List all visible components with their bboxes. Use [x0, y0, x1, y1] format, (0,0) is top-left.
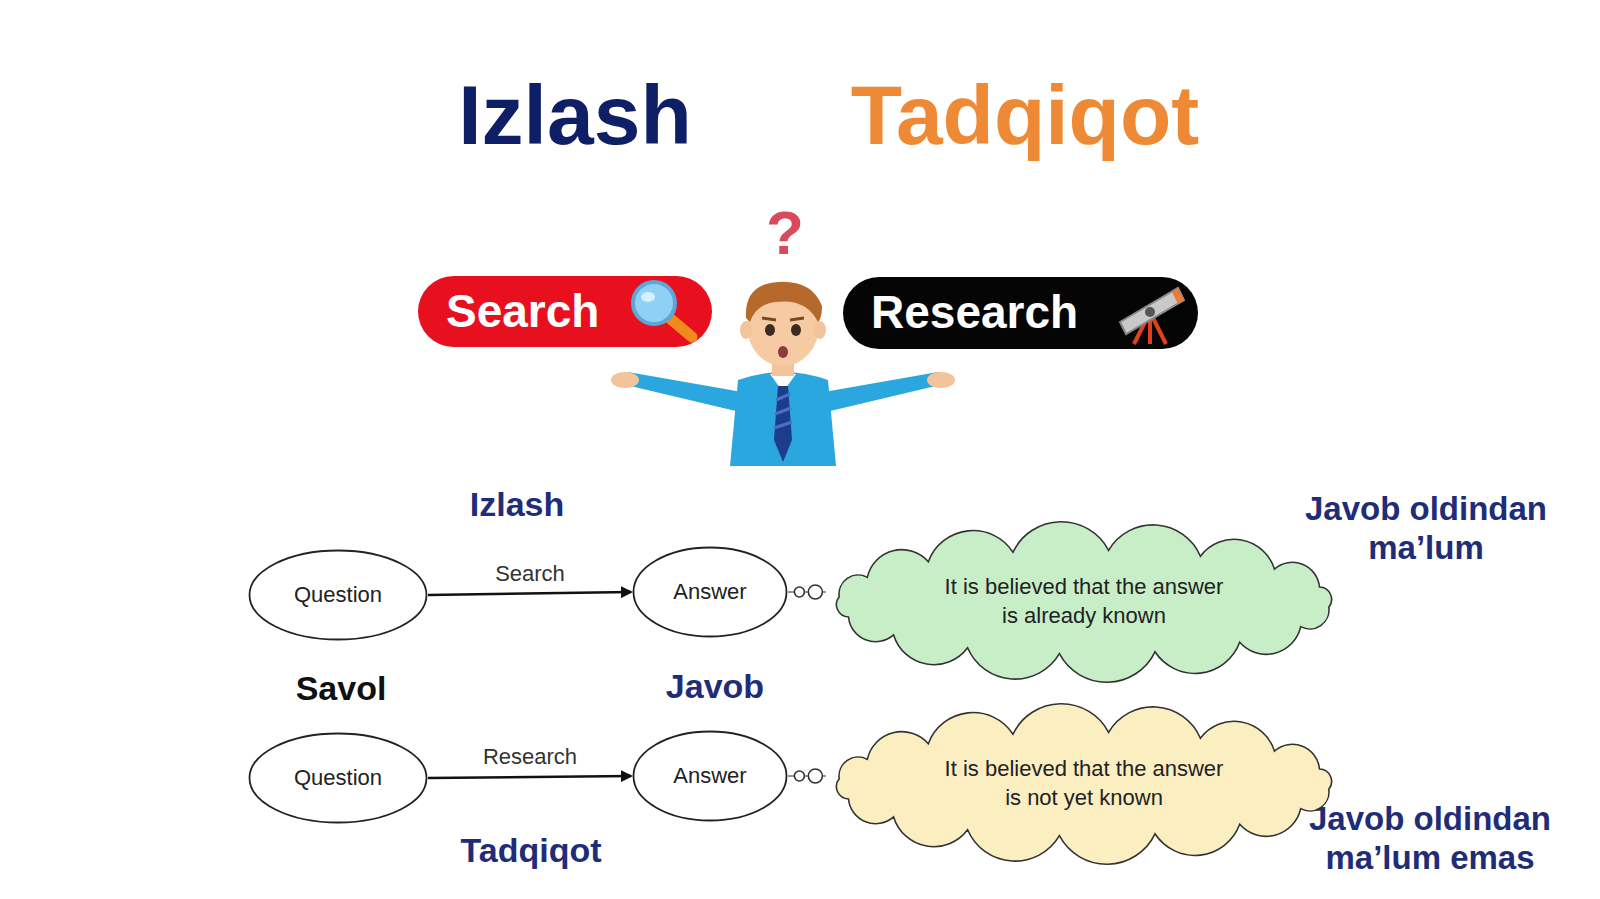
edge-label: Search — [491, 561, 569, 587]
arrow-connector — [428, 776, 631, 778]
ellipse-node: Answer — [632, 546, 788, 638]
telescope-icon — [1112, 278, 1192, 348]
thought-cloud: It is believed that the answer is alread… — [822, 536, 1346, 668]
note-text: Javob oldindan ma’lum — [1281, 490, 1571, 568]
title-word: Tadqiqot — [851, 66, 1199, 165]
node-text: Question — [294, 764, 382, 793]
column-label: Savol — [296, 668, 387, 708]
ellipse-node: Answer — [632, 730, 788, 822]
node-text: It is believed that the answer is alread… — [934, 573, 1234, 630]
node-text: It is believed that the answer is not ye… — [934, 755, 1234, 812]
title-word: Izlash — [458, 66, 691, 165]
question-mark: ? — [766, 196, 804, 269]
cloud-outline — [822, 536, 1346, 668]
arrow-connector — [428, 592, 631, 595]
edge-label: Research — [479, 744, 581, 770]
node-text: Answer — [673, 578, 746, 607]
thought-bubble-link — [788, 769, 826, 783]
note-text: Javob oldindan ma’lum emas — [1285, 800, 1575, 878]
thought-cloud: It is believed that the answer is not ye… — [822, 718, 1346, 850]
node-text: Question — [294, 581, 382, 610]
row-label: Izlash — [470, 484, 564, 524]
cloud-outline — [822, 718, 1346, 850]
button-label: Research — [871, 283, 1078, 343]
magnifier-icon — [626, 277, 706, 347]
row-label: Tadqiqot — [461, 830, 602, 870]
node-text: Answer — [673, 762, 746, 791]
ellipse-node: Question — [248, 732, 428, 824]
button-label: Search — [446, 282, 599, 342]
column-label: Javob — [666, 666, 764, 706]
thought-bubble-link — [788, 585, 826, 599]
ellipse-node: Question — [248, 549, 428, 641]
